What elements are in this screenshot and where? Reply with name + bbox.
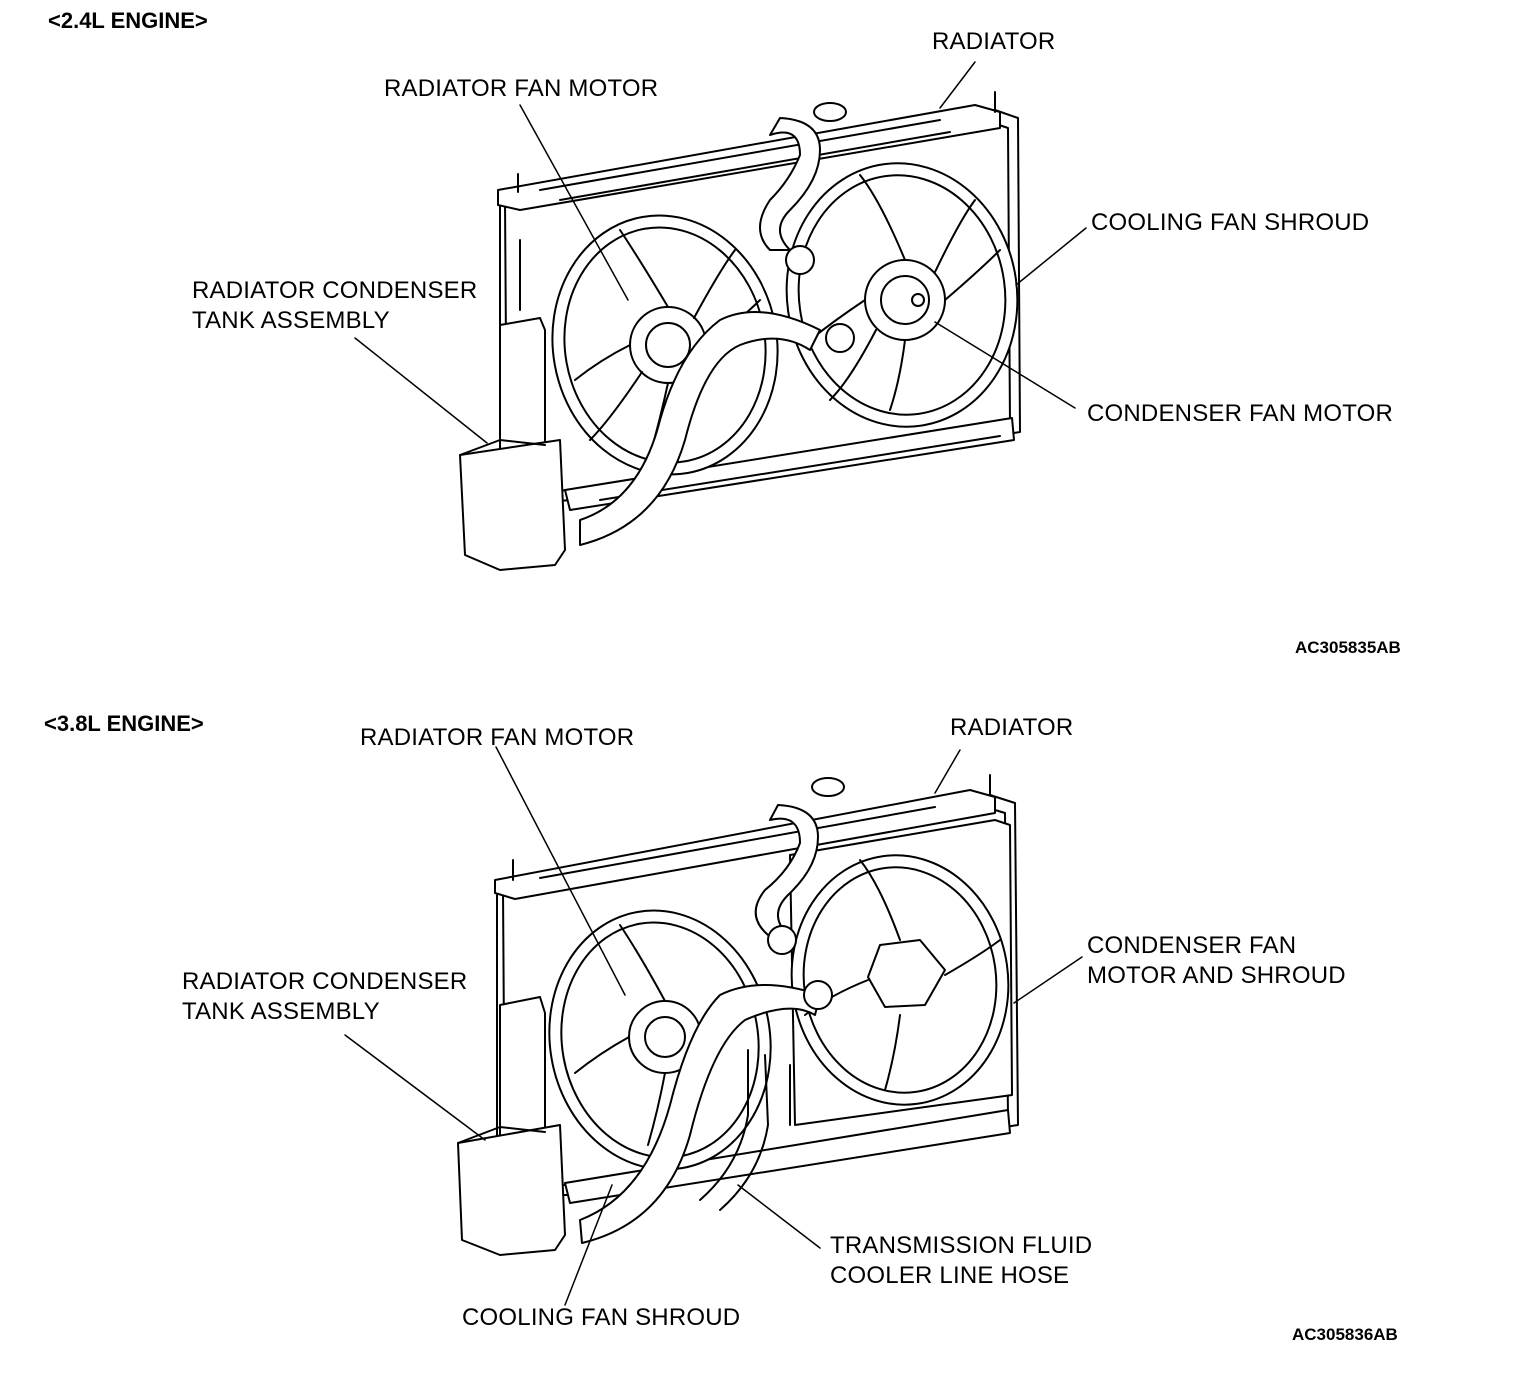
label-tank-line2: TANK ASSEMBLY [182,998,380,1025]
label-tank-line1: RADIATOR CONDENSER [192,277,478,304]
label-cooling-fan-shroud: COOLING FAN SHROUD [462,1304,741,1331]
label-radiator-fan-motor: RADIATOR FAN MOTOR [360,724,635,751]
panel-2-4l-engine: <2.4L ENGINE> RADIATOR RADIATOR FAN MOTO… [48,8,1401,657]
transmission-cooler-lines [699,1049,791,1211]
label-radiator: RADIATOR [950,714,1074,741]
engine-heading: <3.8L ENGINE> [44,711,204,736]
radiator-assembly-illustration-3-8l [344,746,1083,1306]
label-radiator-fan-motor: RADIATOR FAN MOTOR [384,75,659,102]
figure-code: AC305836AB [1292,1325,1398,1344]
label-cooling-fan-shroud: COOLING FAN SHROUD [1091,209,1370,236]
condenser-tank [457,996,566,1256]
label-trans-line2: COOLER LINE HOSE [830,1262,1070,1289]
engine-heading: <2.4L ENGINE> [48,8,208,33]
radiator-fan [548,909,772,1171]
label-tank-line1: RADIATOR CONDENSER [182,968,468,995]
label-tank-line2: TANK ASSEMBLY [192,307,390,334]
label-condenser-line2: MOTOR AND SHROUD [1087,962,1346,989]
leader-lines [344,746,1083,1306]
condenser-tank [459,239,566,571]
condenser-fan [785,162,1019,428]
radiator-assembly-illustration-2-4l [354,61,1087,571]
label-condenser-line1: CONDENSER FAN [1087,932,1297,959]
lower-radiator-hose [579,984,821,1244]
figure-code: AC305835AB [1295,638,1401,657]
lower-radiator-hose [579,311,821,546]
label-trans-line1: TRANSMISSION FLUID [830,1232,1093,1259]
leader-lines [354,61,1087,444]
panel-3-8l-engine: <3.8L ENGINE> RADIATOR RADIATOR FAN MOTO… [0,695,1536,1390]
label-radiator: RADIATOR [932,28,1056,55]
label-condenser-fan-motor: CONDENSER FAN MOTOR [1087,400,1394,427]
